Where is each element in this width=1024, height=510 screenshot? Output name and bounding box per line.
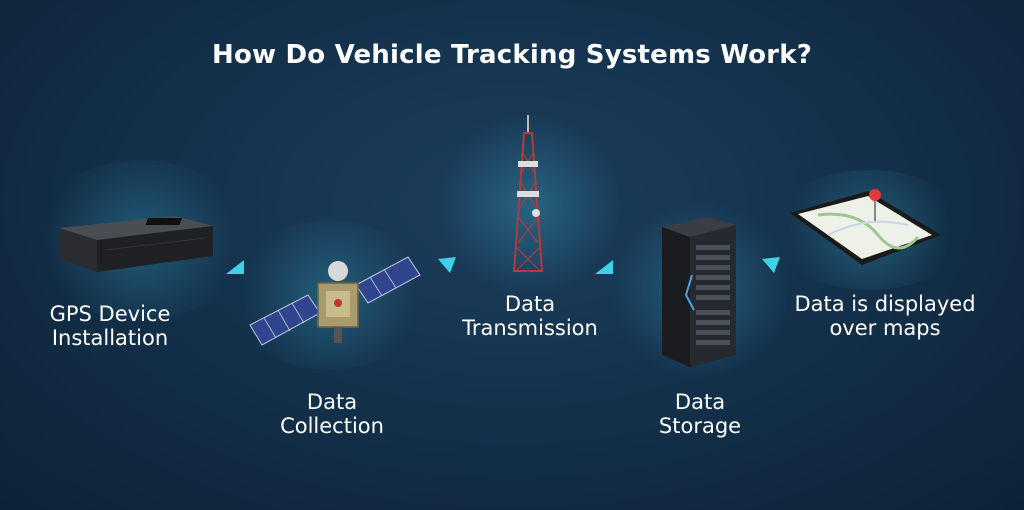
step-label-line2: Storage xyxy=(658,414,742,438)
satellite-icon xyxy=(249,256,421,346)
arrow-4 xyxy=(762,257,780,273)
step-label-line1: Data is displayed xyxy=(794,292,976,316)
cell-tower-icon xyxy=(512,115,544,272)
step-label-line2: Collection xyxy=(280,414,384,438)
arrow-2 xyxy=(438,257,456,273)
step-label-gps-device-installation: GPS Device Installation xyxy=(40,302,180,350)
step-label-line2: Installation xyxy=(51,326,169,350)
step-label-line1: Data xyxy=(306,390,358,414)
step-label-line1: GPS Device xyxy=(49,302,171,326)
step-label-data-displayed-over-maps: Data is displayed over maps xyxy=(770,292,1000,340)
step-label-line1: Data xyxy=(504,292,556,316)
glow-tower xyxy=(440,110,620,300)
server-rack-icon xyxy=(662,217,736,367)
map-phone-icon xyxy=(790,189,941,265)
arrow-1 xyxy=(226,260,244,274)
step-label-data-collection: Data Collection xyxy=(262,390,402,438)
gps-device-icon xyxy=(59,216,213,272)
step-label-line2: Transmission xyxy=(462,316,598,340)
step-label-line1: Data xyxy=(674,390,726,414)
step-label-data-storage: Data Storage xyxy=(630,390,770,438)
step-label-data-transmission: Data Transmission xyxy=(440,292,620,340)
diagram-title: How Do Vehicle Tracking Systems Work? xyxy=(211,40,813,70)
arrow-3 xyxy=(595,260,613,274)
step-label-line2: over maps xyxy=(829,316,941,340)
